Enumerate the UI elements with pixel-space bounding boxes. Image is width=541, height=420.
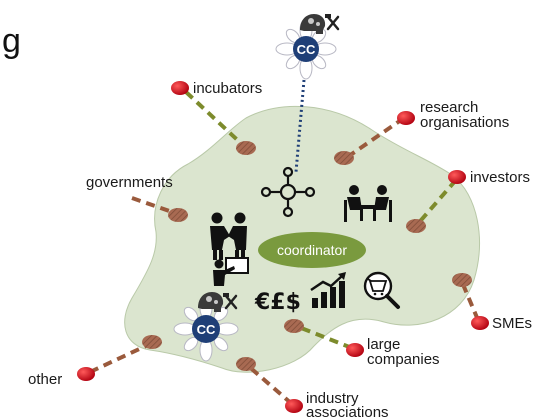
tools-icon xyxy=(325,14,340,31)
connector-smes xyxy=(460,281,480,321)
cc-dotted-link xyxy=(294,79,306,173)
actor-node-large xyxy=(346,343,364,357)
label-smes: SMEs xyxy=(492,315,532,332)
actor-node-investors xyxy=(448,170,466,184)
meeting-icon xyxy=(344,185,392,222)
growth-chart-icon xyxy=(310,272,346,308)
actor-node-smes xyxy=(471,316,489,330)
connector-governments xyxy=(131,196,179,216)
cc-badge-bottom-label: CC xyxy=(197,322,216,337)
actor-node-industry xyxy=(285,399,303,413)
currency-icon: €£$ xyxy=(254,290,301,315)
hub-node xyxy=(168,208,188,222)
label-other: other xyxy=(28,371,62,388)
actor-nodes xyxy=(77,81,489,413)
label-large-2: companies xyxy=(367,351,440,368)
boundary-hubs xyxy=(142,141,472,371)
label-large-1: large xyxy=(367,336,400,353)
actor-connectors xyxy=(89,90,480,406)
actor-node-other xyxy=(77,367,95,381)
hub-node xyxy=(142,335,162,349)
actor-node-incubators xyxy=(171,81,189,95)
connector-investors xyxy=(414,178,458,228)
head-gears-icon xyxy=(198,292,224,312)
coordinator-label: coordinator xyxy=(277,242,347,258)
hub-node xyxy=(236,357,256,371)
connector-industry xyxy=(244,362,294,406)
hub-node xyxy=(452,273,472,287)
market-search-icon xyxy=(363,271,400,309)
connector-research xyxy=(344,116,406,160)
label-research-1: research xyxy=(420,99,478,116)
connector-incubators xyxy=(184,90,248,150)
handshake-icon xyxy=(210,212,247,260)
partial-heading: g xyxy=(2,22,21,60)
presentation-icon xyxy=(213,257,249,286)
label-research-2: organisations xyxy=(420,114,509,131)
coordinator-node xyxy=(258,232,366,268)
network-icon xyxy=(260,166,316,218)
hub-node xyxy=(236,141,256,155)
connector-large xyxy=(295,324,353,350)
label-industry-1: industry xyxy=(306,390,359,407)
label-governments: governments xyxy=(86,174,173,191)
label-industry-2: associations xyxy=(306,404,389,420)
actor-node-research xyxy=(397,111,415,125)
cc-badge-top-label: CC xyxy=(297,42,316,57)
hub-node xyxy=(406,219,426,233)
tools-icon xyxy=(223,293,238,310)
cc-badge-top: CC xyxy=(275,18,337,80)
hub-node xyxy=(284,319,304,333)
label-investors: investors xyxy=(470,169,530,186)
connector-other xyxy=(89,342,151,374)
hub-node xyxy=(334,151,354,165)
head-gears-icon xyxy=(300,14,326,34)
label-incubators: incubators xyxy=(193,80,262,97)
